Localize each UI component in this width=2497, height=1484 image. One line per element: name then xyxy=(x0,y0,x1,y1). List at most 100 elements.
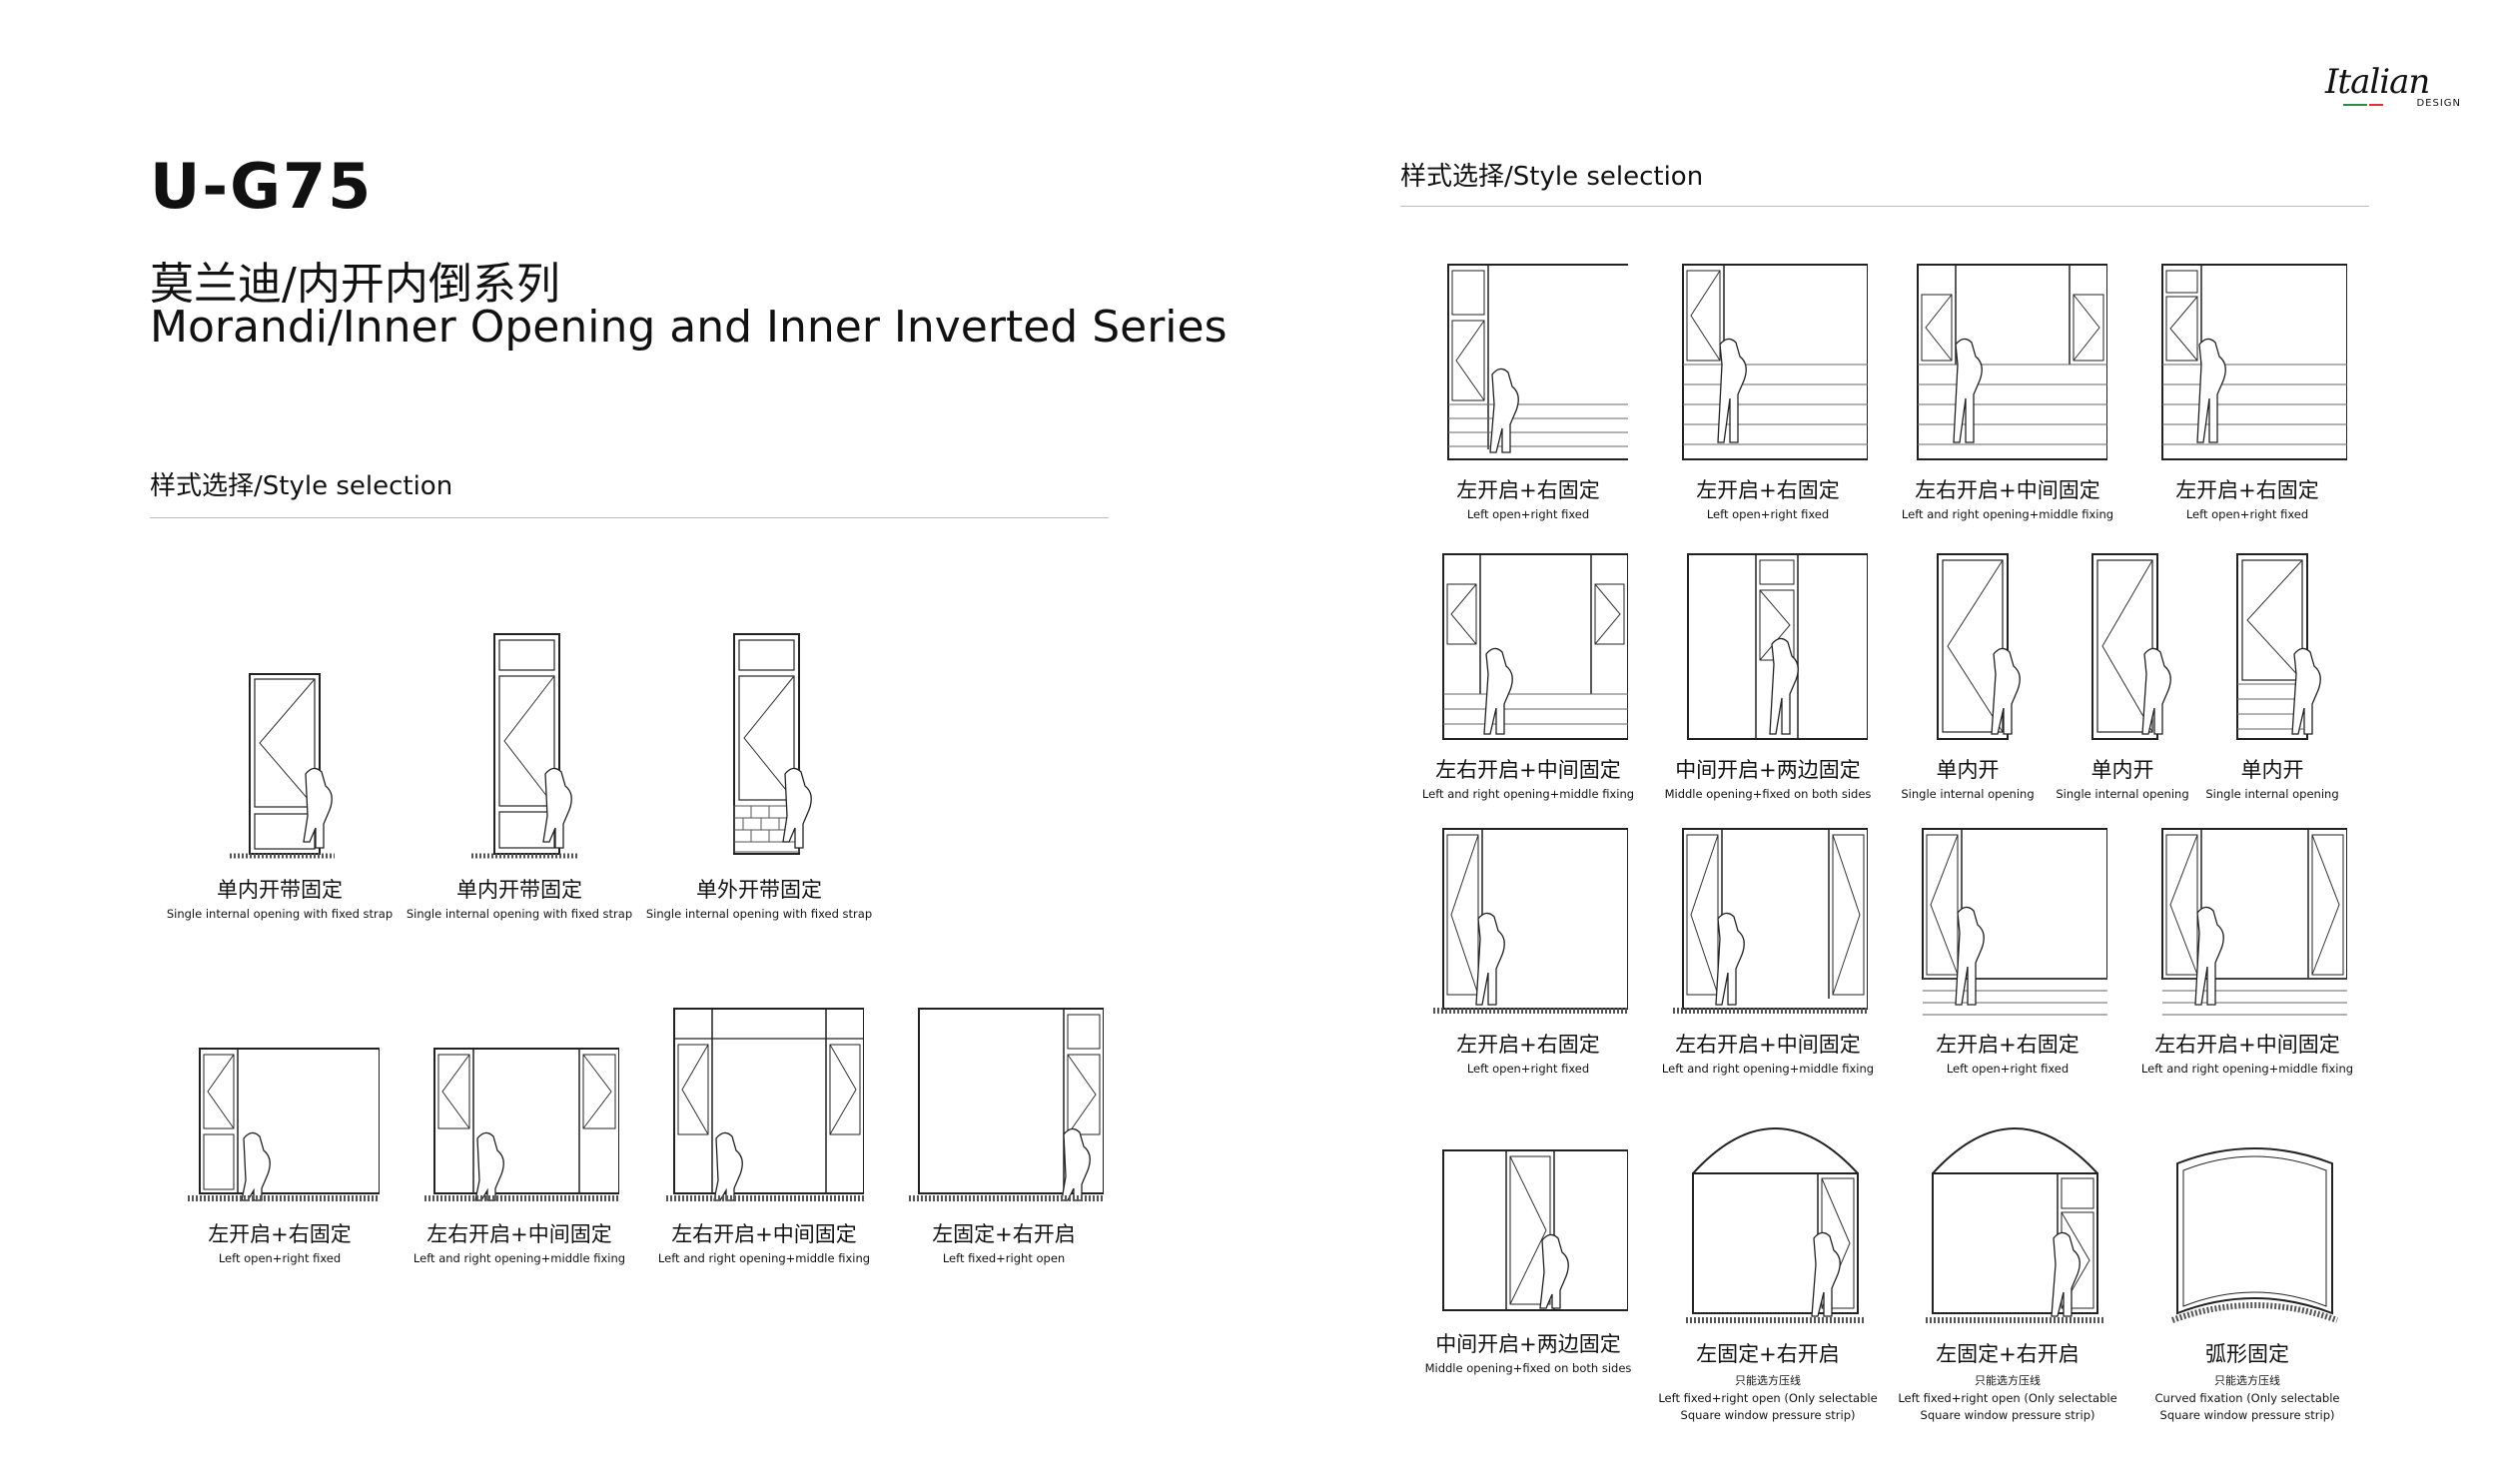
series-title-en: Morandi/Inner Opening and Inner Inverted… xyxy=(150,302,1228,353)
style-option-right-17[interactable]: 弧形固定 只能选方压线 Curved fixation (Only select… xyxy=(2127,1099,2367,1422)
window-diagram-icon xyxy=(471,633,577,859)
series-title-cn: 莫兰迪/内开内倒系列 xyxy=(150,259,560,310)
window-diagram-icon xyxy=(733,633,812,855)
logo-sub: DESIGN xyxy=(2416,98,2461,109)
style-name-cn: 弧形固定 xyxy=(2205,1342,2289,1366)
style-name-cn: 单内开带固定 xyxy=(456,878,582,902)
style-option-right-8[interactable]: 单内开 Single internal opening xyxy=(2048,544,2197,801)
style-name-en: Single internal opening with fixed strap xyxy=(645,907,873,921)
style-note: 只能选方压线 xyxy=(1735,1374,1801,1387)
style-option-right-3[interactable]: 左右开启+中间固定 Left and right opening+middle … xyxy=(1888,255,2127,521)
style-name-en: Left fixed+right open (Only selectable xyxy=(1658,1391,1878,1405)
style-name-en: Middle opening+fixed on both sides xyxy=(1664,787,1872,801)
style-name-cn: 单外开带固定 xyxy=(696,878,822,902)
style-option-right-5[interactable]: 左右开启+中间固定 Left and right opening+middle … xyxy=(1408,544,1648,801)
style-option-right-4[interactable]: 左开启+右固定 Left open+right fixed xyxy=(2127,255,2367,521)
style-note: 只能选方压线 xyxy=(2214,1374,2280,1387)
style-name-cn: 中间开启+两边固定 xyxy=(1675,758,1861,782)
logo-script: Italian xyxy=(2325,62,2430,102)
style-option-right-6[interactable]: 中间开启+两边固定 Middle opening+fixed on both s… xyxy=(1648,544,1888,801)
window-diagram-icon xyxy=(1442,1149,1628,1311)
style-note: 只能选方压线 xyxy=(1975,1374,2041,1387)
style-option-right-1[interactable]: 左开启+右固定 Left open+right fixed xyxy=(1408,255,1648,521)
style-name-en: Left and right opening+middle fixing xyxy=(2140,1062,2354,1076)
style-name-cn: 左开启+右固定 xyxy=(2175,478,2319,502)
product-code: U-G75 xyxy=(150,150,374,223)
window-diagram-icon xyxy=(1687,553,1868,740)
style-name-en: Single internal opening xyxy=(1901,787,2035,801)
right-section-label: 样式选择/Style selection xyxy=(1400,162,1704,192)
style-name-cn: 左右开启+中间固定 xyxy=(1915,478,2100,502)
style-option-left-1[interactable]: 单内开带固定 Single internal opening with fixe… xyxy=(160,624,400,921)
style-option-left-6[interactable]: 左右开启+中间固定 Left and right opening+middle … xyxy=(644,999,884,1265)
style-name-en: Left open+right fixed xyxy=(1466,1062,1590,1076)
style-name-en: Left open+right fixed xyxy=(2185,507,2309,521)
style-name-cn: 左开启+右固定 xyxy=(1456,1033,1600,1057)
style-name-en: Left open+right fixed xyxy=(218,1251,342,1265)
window-diagram-icon xyxy=(1686,1127,1864,1323)
style-name-en-2: Square window pressure strip) xyxy=(1680,1408,1856,1422)
style-name-en: Left open+right fixed xyxy=(1946,1062,2070,1076)
style-name-en-2: Square window pressure strip) xyxy=(1920,1408,2095,1422)
style-name-cn: 左右开启+中间固定 xyxy=(1675,1033,1861,1057)
style-name-en: Left and right opening+middle fixing xyxy=(1421,787,1635,801)
style-name-en: Left open+right fixed xyxy=(1466,507,1590,521)
style-name-cn: 左固定+右开启 xyxy=(932,1222,1076,1246)
style-name-en: Left fixed+right open xyxy=(942,1251,1066,1265)
style-name-en: Single internal opening with fixed strap xyxy=(406,907,633,921)
brand-logo: Italian DESIGN xyxy=(2325,62,2475,116)
window-diagram-icon xyxy=(2091,553,2171,740)
style-name-cn: 左右开启+中间固定 xyxy=(671,1222,857,1246)
style-option-right-13[interactable]: 左右开启+中间固定 Left and right opening+middle … xyxy=(2127,819,2367,1076)
style-name-cn: 单内开 xyxy=(2090,758,2154,782)
style-name-cn: 单内开带固定 xyxy=(217,878,343,902)
style-option-left-4[interactable]: 左开启+右固定 Left open+right fixed xyxy=(160,999,400,1265)
style-name-cn: 左固定+右开启 xyxy=(1696,1342,1840,1366)
style-name-cn: 左开启+右固定 xyxy=(1936,1033,2080,1057)
window-diagram-icon xyxy=(424,1048,619,1201)
style-name-en: Left and right opening+middle fixing xyxy=(1661,1062,1875,1076)
left-section-divider xyxy=(150,517,1109,518)
window-diagram-icon xyxy=(666,1008,864,1201)
window-diagram-icon xyxy=(188,1048,380,1201)
style-name-cn: 左开启+右固定 xyxy=(1456,478,1600,502)
style-name-en-2: Square window pressure strip) xyxy=(2159,1408,2335,1422)
window-diagram-icon xyxy=(1926,1127,2103,1323)
style-name-en: Single internal opening xyxy=(2205,787,2339,801)
style-option-right-15[interactable]: 左固定+右开启 只能选方压线 Left fixed+right open (On… xyxy=(1648,1099,1888,1422)
style-name-en: Single internal opening xyxy=(2056,787,2189,801)
style-name-en: Left and right opening+middle fixing xyxy=(1901,507,2114,521)
window-diagram-icon xyxy=(1937,553,2021,740)
window-diagram-icon xyxy=(1447,264,1628,460)
style-name-en: Curved fixation (Only selectable xyxy=(2154,1391,2340,1405)
style-option-left-3[interactable]: 单外开带固定 Single internal opening with fixe… xyxy=(639,624,879,921)
style-name-en: Left fixed+right open (Only selectable xyxy=(1898,1391,2117,1405)
style-option-right-11[interactable]: 左右开启+中间固定 Left and right opening+middle … xyxy=(1648,819,1888,1076)
window-diagram-icon xyxy=(909,1008,1104,1201)
style-name-cn: 左右开启+中间固定 xyxy=(2154,1033,2340,1057)
window-diagram-icon xyxy=(1682,264,1868,460)
style-option-left-7[interactable]: 左固定+右开启 Left fixed+right open xyxy=(884,999,1124,1265)
left-section-label: 样式选择/Style selection xyxy=(150,471,453,501)
window-diagram-icon xyxy=(1442,553,1628,740)
right-section-divider xyxy=(1400,206,2369,207)
style-option-right-2[interactable]: 左开启+右固定 Left open+right fixed xyxy=(1648,255,1888,521)
style-option-right-14[interactable]: 中间开启+两边固定 Middle opening+fixed on both s… xyxy=(1408,1099,1648,1375)
style-option-right-10[interactable]: 左开启+右固定 Left open+right fixed xyxy=(1408,819,1648,1076)
style-option-right-16[interactable]: 左固定+右开启 只能选方压线 Left fixed+right open (On… xyxy=(1888,1099,2127,1422)
style-option-right-12[interactable]: 左开启+右固定 Left open+right fixed xyxy=(1888,819,2127,1076)
style-option-left-2[interactable]: 单内开带固定 Single internal opening with fixe… xyxy=(400,624,639,921)
window-diagram-icon xyxy=(1433,828,1628,1014)
style-option-left-5[interactable]: 左右开启+中间固定 Left and right opening+middle … xyxy=(400,999,639,1265)
style-name-cn: 左右开启+中间固定 xyxy=(426,1222,612,1246)
style-name-en: Middle opening+fixed on both sides xyxy=(1424,1361,1632,1375)
style-option-right-9[interactable]: 单内开 Single internal opening xyxy=(2197,544,2347,801)
window-diagram-icon xyxy=(2236,553,2321,740)
style-option-right-7[interactable]: 单内开 Single internal opening xyxy=(1888,544,2048,801)
style-name-cn: 单内开 xyxy=(2240,758,2304,782)
style-name-cn: 单内开 xyxy=(1936,758,2000,782)
style-name-cn: 中间开启+两边固定 xyxy=(1435,1332,1621,1356)
style-name-en: Left and right opening+middle fixing xyxy=(657,1251,871,1265)
window-diagram-icon xyxy=(1922,828,2107,1016)
window-diagram-icon xyxy=(1917,264,2107,460)
